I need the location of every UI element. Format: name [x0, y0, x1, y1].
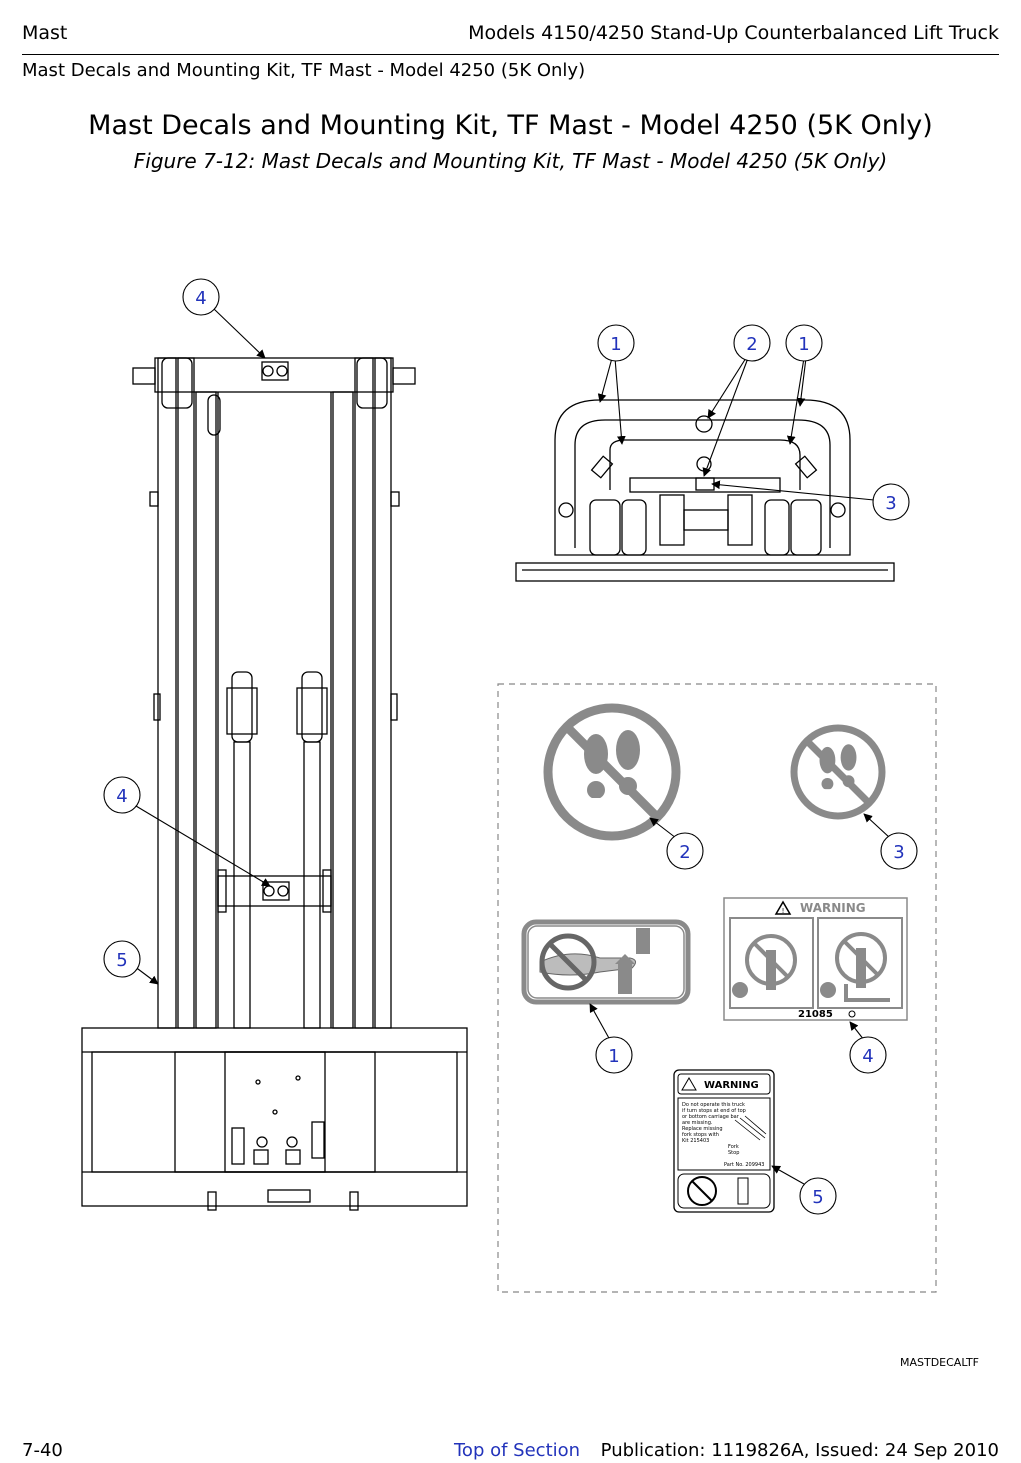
svg-text:1: 1: [610, 334, 621, 355]
warning-decal-part-number: 21085: [798, 1009, 833, 1020]
warning-decal-header: WARNING: [800, 901, 866, 915]
page-title: Mast Decals and Mounting Kit, TF Mast - …: [88, 110, 933, 141]
svg-text:4: 4: [862, 1046, 873, 1067]
no-step-icon: [543, 703, 681, 841]
svg-text:2: 2: [746, 334, 757, 355]
operate-line-6: fork stops with: [682, 1132, 719, 1138]
callout-view-left: 1: [597, 324, 635, 362]
mast-front-view: [81, 357, 468, 1211]
operate-warning-decal: WARNING Do not operate this truck if tur…: [673, 1069, 775, 1213]
pinch-hazard-icon: [521, 919, 691, 1005]
svg-text:1: 1: [798, 334, 809, 355]
svg-text:1: 1: [608, 1046, 619, 1067]
callout-view-bottom: 3: [872, 483, 910, 521]
svg-text:4: 4: [195, 288, 206, 309]
callout-view-mid: 2: [733, 324, 771, 362]
operate-line-3: or bottom carriage bar: [682, 1114, 740, 1120]
svg-text:3: 3: [885, 493, 896, 514]
callout-decal-operate: 5: [799, 1177, 837, 1215]
svg-text:2: 2: [679, 842, 690, 863]
header-section: Mast: [22, 22, 68, 44]
svg-text:!: !: [782, 907, 785, 915]
operate-label-stop: Stop: [728, 1150, 739, 1156]
decal-sheet-border: [497, 683, 937, 1293]
header-rule: [22, 54, 999, 55]
operate-decal-header: WARNING: [704, 1080, 759, 1091]
no-rider-icon: ! WARNING 21085: [723, 897, 908, 1021]
leader-lines: [133, 308, 891, 1185]
carriage-top-view: [515, 399, 895, 582]
publication-info: Publication: 1119826A, Issued: 24 Sep 20…: [600, 1440, 999, 1461]
callout-decal-no-step-small: 3: [880, 832, 918, 870]
header-manual-title: Models 4150/4250 Stand-Up Counterbalance…: [468, 22, 999, 44]
callout-decal-no-step-large: 2: [666, 832, 704, 870]
callout-decal-warning: 4: [849, 1036, 887, 1074]
operate-line-4: are missing.: [682, 1120, 713, 1126]
figure-caption: Figure 7-12: Mast Decals and Mounting Ki…: [133, 149, 888, 173]
svg-text:4: 4: [116, 786, 127, 807]
no-step-icon: [790, 724, 886, 820]
warning-triangle-icon: !: [774, 900, 792, 915]
callout-decal-pinch: 1: [595, 1036, 633, 1074]
operate-line-2: if turn stops at end of top: [682, 1108, 746, 1114]
svg-text:3: 3: [893, 842, 904, 863]
callout-mast-middle: 4: [103, 776, 141, 814]
callout-mast-top: 4: [182, 278, 220, 316]
mast-decal-drawing: ! WARNING 21085 WARNING Do not operate t…: [81, 278, 937, 1293]
operate-label-fork: Fork: [728, 1144, 739, 1150]
callout-view-right: 1: [785, 324, 823, 362]
top-of-section-link[interactable]: Top of Section: [454, 1440, 581, 1461]
page-number: 7-40: [22, 1440, 63, 1461]
callout-mast-side: 5: [103, 940, 141, 978]
operate-line-1: Do not operate this truck: [682, 1102, 745, 1108]
operate-line-7: Kit 215403: [682, 1138, 709, 1144]
figure-id: MASTDECALTF: [899, 1356, 979, 1369]
header-subsection: Mast Decals and Mounting Kit, TF Mast - …: [22, 60, 586, 81]
operate-part-number: Part No. 209943: [724, 1162, 764, 1168]
svg-text:5: 5: [812, 1187, 823, 1208]
operate-line-5: Replace missing: [682, 1126, 723, 1132]
svg-text:5: 5: [116, 950, 127, 971]
